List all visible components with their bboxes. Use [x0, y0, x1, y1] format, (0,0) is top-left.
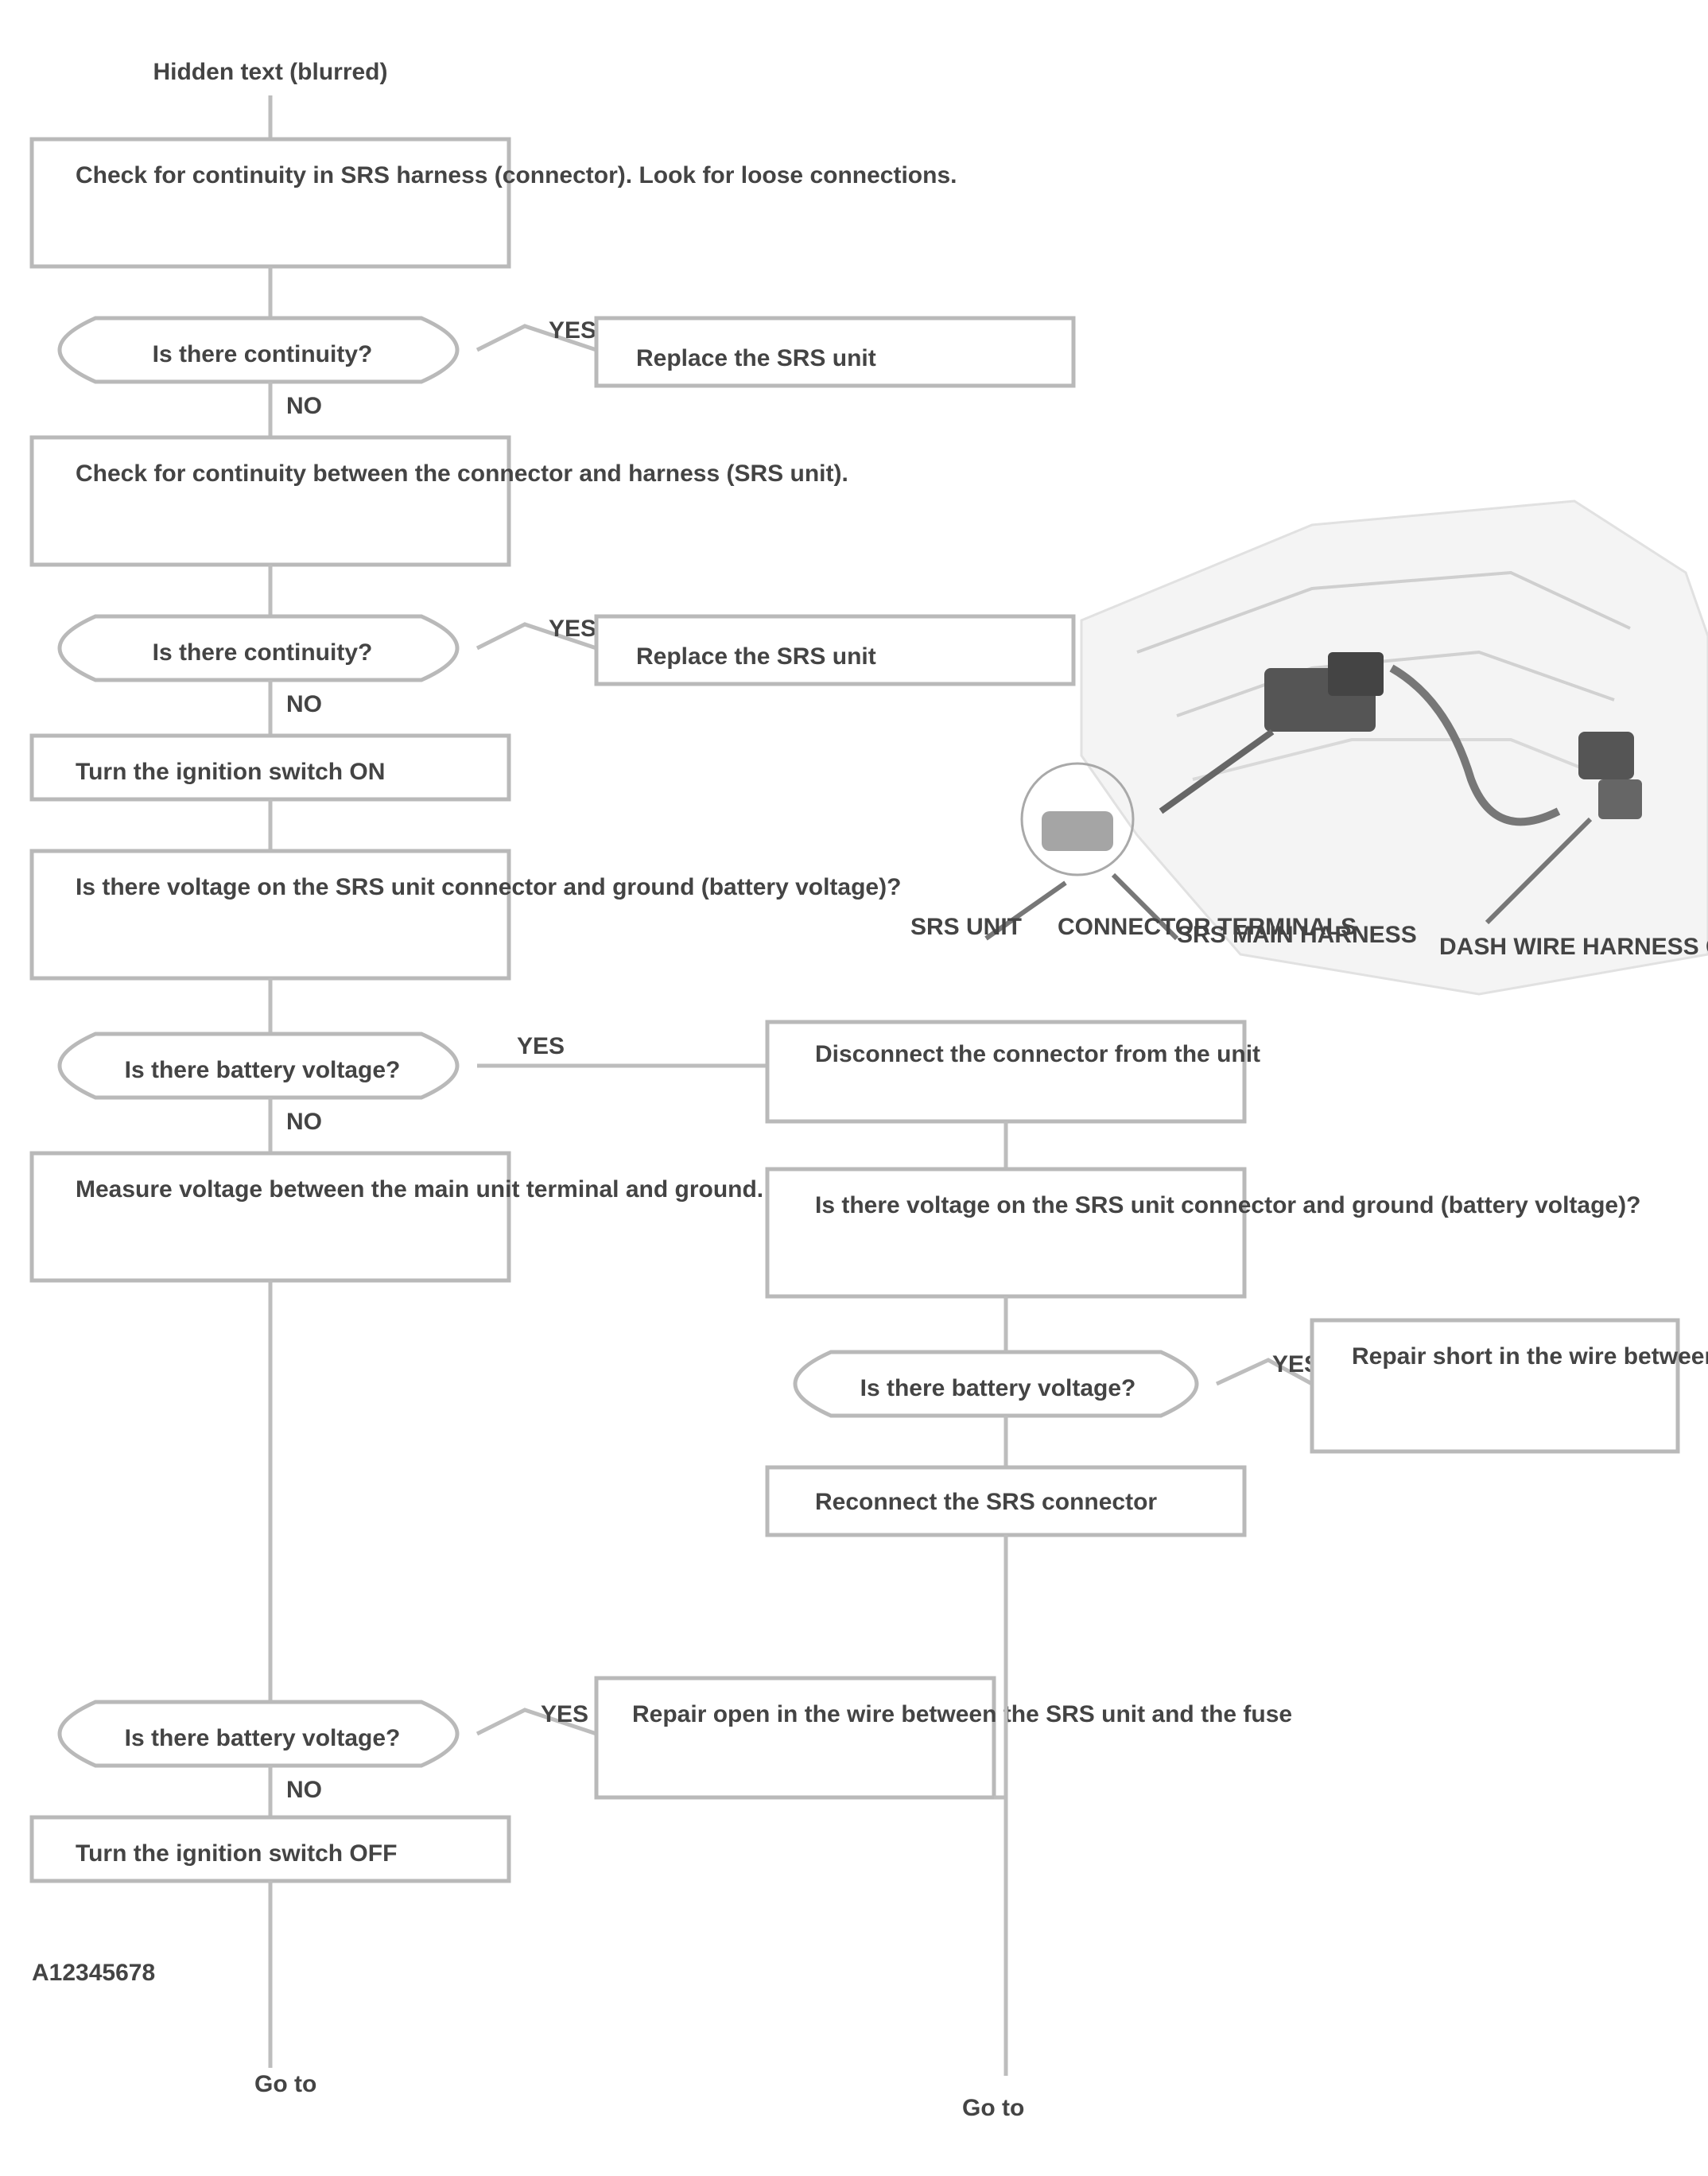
svg-text:Is there voltage on the SRS un: Is there voltage on the SRS unit connect… — [815, 1192, 1640, 1218]
svg-text:Check for continuity between t: Check for continuity between the connect… — [76, 460, 848, 487]
left-action-2: Replace the SRS unit — [594, 614, 1076, 686]
left-footer: Go to — [254, 2071, 316, 2097]
svg-text:Is there battery voltage?: Is there battery voltage? — [125, 1725, 401, 1751]
left-step-6: Turn the ignition switch OFF — [29, 1815, 511, 1883]
left-decision-2-yes: YES — [549, 616, 596, 642]
illustration-label-4: DASH WIRE HARNESS CONNECTOR — [1439, 934, 1708, 960]
left-step-1: Check for continuity in SRS harness (con… — [29, 137, 957, 269]
svg-text:Check for continuity in SRS ha: Check for continuity in SRS harness (con… — [76, 162, 957, 188]
svg-text:Repair open in the wire betwee: Repair open in the wire between the SRS … — [632, 1701, 1292, 1727]
right-step-3: Reconnect the SRS connector — [765, 1465, 1247, 1537]
left-decision-1: Is there continuity? — [57, 316, 460, 384]
left-decision-3-no: NO — [286, 1109, 322, 1135]
svg-text:Is there battery voltage?: Is there battery voltage? — [860, 1375, 1136, 1401]
left-step-2: Check for continuity between the connect… — [29, 435, 848, 567]
svg-text:Is there continuity?: Is there continuity? — [153, 639, 373, 666]
figure-code: A12345678 — [32, 1960, 155, 1986]
right-action-1: Repair short in the wire between the SRS… — [1310, 1318, 1708, 1454]
svg-text:Turn the ignition switch OFF: Turn the ignition switch OFF — [76, 1840, 397, 1867]
left-decision-4-yes: YES — [541, 1701, 588, 1727]
svg-text:Is there battery voltage?: Is there battery voltage? — [125, 1057, 401, 1083]
left-decision-3: Is there battery voltage? — [57, 1032, 460, 1100]
left-decision-3-yes: YES — [517, 1033, 565, 1059]
illustration-label-1: SRS UNIT — [910, 914, 1022, 940]
svg-text:Disconnect the connector from: Disconnect the connector from the unit — [815, 1041, 1260, 1067]
left-decision-1-yes: YES — [549, 317, 596, 344]
left-decision-4: Is there battery voltage? — [57, 1700, 460, 1768]
right-decision-1: Is there battery voltage? — [793, 1350, 1199, 1418]
left-step-3: Turn the ignition switch ON — [29, 733, 511, 802]
left-action-4: Repair open in the wire between the SRS … — [594, 1676, 1292, 1800]
left-decision-2: Is there continuity? — [57, 614, 460, 682]
left-step-4: Is there voltage on the SRS unit connect… — [29, 849, 901, 981]
left-step-5: Measure voltage between the main unit te… — [29, 1151, 763, 1283]
illustration-label-2: CONNECTOR TERMINALS — [1058, 914, 1357, 940]
illustration-label-3: SRS MAIN HARNESS — [1177, 922, 1417, 948]
svg-text:Replace the SRS unit: Replace the SRS unit — [636, 345, 876, 371]
svg-text:Is there voltage on the SRS un: Is there voltage on the SRS unit connect… — [76, 874, 901, 900]
left-decision-1-no: NO — [286, 393, 322, 419]
left-decision-2-no: NO — [286, 691, 322, 717]
svg-text:Measure voltage between the ma: Measure voltage between the main unit te… — [76, 1176, 763, 1203]
illustration — [984, 499, 1708, 996]
svg-text:Turn the ignition switch ON: Turn the ignition switch ON — [76, 759, 385, 785]
right-step-2: Is there voltage on the SRS unit connect… — [765, 1167, 1640, 1299]
right-step-1: Disconnect the connector from the unit — [765, 1020, 1260, 1124]
left-action-1: Replace the SRS unit — [594, 316, 1076, 388]
right-footer: Go to — [962, 2095, 1024, 2121]
header-label: Hidden text (blurred) — [153, 59, 387, 85]
svg-text:Reconnect the SRS connector: Reconnect the SRS connector — [815, 1489, 1157, 1515]
svg-text:Replace the SRS unit: Replace the SRS unit — [636, 643, 876, 670]
svg-text:Is there continuity?: Is there continuity? — [153, 341, 373, 367]
left-decision-4-no: NO — [286, 1777, 322, 1803]
svg-text:Repair short in the wire betwe: Repair short in the wire between the SRS… — [1352, 1343, 1708, 1370]
